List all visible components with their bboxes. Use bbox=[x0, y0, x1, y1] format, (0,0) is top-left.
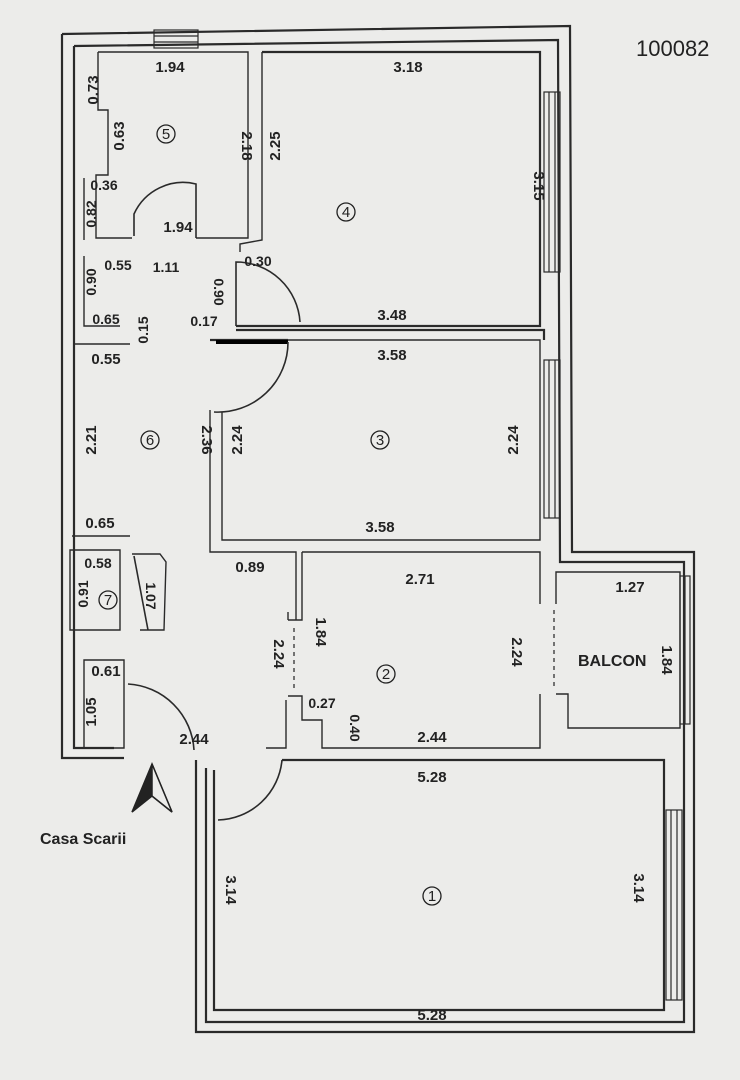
svg-text:1: 1 bbox=[428, 888, 436, 905]
dim-balcon-top: 1.27 bbox=[615, 579, 644, 596]
dim-r7-top: 0.58 bbox=[84, 555, 111, 571]
dim-r5-bottom: 1.94 bbox=[163, 219, 193, 236]
svg-text:4: 4 bbox=[342, 204, 350, 221]
room-number-2: 2 bbox=[376, 664, 396, 684]
entrance-label: Casa Scarii bbox=[40, 831, 126, 848]
dim-r5-step: 0.63 bbox=[111, 121, 128, 150]
sheet-id: 100082 bbox=[636, 36, 709, 61]
dim-r5-left-low: 0.82 bbox=[83, 200, 99, 227]
room-number-7: 7 bbox=[98, 590, 118, 610]
dim-hall-h: 0.17 bbox=[190, 313, 217, 329]
dim-hall-f: 0.65 bbox=[92, 311, 119, 327]
walls bbox=[60, 24, 696, 1034]
dimension-labels: 1.94 0.73 0.63 2.18 0.36 0.82 1.94 3.18 … bbox=[75, 59, 675, 1024]
room-number-1: 1 bbox=[422, 886, 442, 906]
window-room1 bbox=[665, 809, 683, 1001]
dim-entry-left: 1.05 bbox=[83, 697, 100, 726]
dim-r6-bottom: 0.65 bbox=[85, 515, 114, 532]
dim-r6-right: 2.36 bbox=[198, 425, 215, 454]
dim-hall-e: 0.90 bbox=[211, 278, 227, 305]
dim-r5-top: 1.94 bbox=[155, 59, 185, 76]
openings bbox=[293, 610, 555, 690]
room-number-6: 6 bbox=[140, 430, 160, 450]
dim-r2-top: 2.71 bbox=[405, 571, 434, 588]
door-room3 bbox=[213, 341, 289, 413]
dim-r7-left: 0.91 bbox=[75, 580, 91, 607]
dim-balcon-right: 1.84 bbox=[658, 645, 675, 675]
dim-hall-0-89: 0.89 bbox=[235, 559, 264, 576]
dim-hall-d: 0.90 bbox=[83, 268, 99, 295]
room-number-5: 5 bbox=[156, 124, 176, 144]
dim-r3-top: 3.58 bbox=[377, 347, 406, 364]
dim-r2-bot-a: 0.27 bbox=[308, 695, 335, 711]
dim-hall-a: 0.55 bbox=[104, 257, 131, 273]
svg-text:5: 5 bbox=[162, 126, 170, 143]
dim-r4-top: 3.18 bbox=[393, 59, 422, 76]
dim-r2-right: 2.24 bbox=[508, 637, 525, 667]
dim-r2-left-a: 2.24 bbox=[270, 639, 287, 669]
room-number-3: 3 bbox=[370, 430, 390, 450]
dim-r1-bottom: 5.28 bbox=[417, 1007, 446, 1024]
dim-r3-right: 2.24 bbox=[505, 425, 522, 455]
window-balcony bbox=[679, 575, 691, 725]
dim-r1-left: 3.14 bbox=[222, 875, 239, 905]
north-arrow-icon bbox=[131, 762, 173, 813]
door-room1 bbox=[217, 759, 283, 821]
door-entrance bbox=[127, 683, 195, 751]
dim-hall-g: 0.15 bbox=[135, 316, 151, 343]
dim-r4-left: 2.25 bbox=[267, 131, 284, 160]
svg-text:7: 7 bbox=[104, 592, 112, 609]
doors bbox=[127, 181, 301, 821]
door-room5 bbox=[133, 181, 197, 238]
room-number-4: 4 bbox=[336, 202, 356, 222]
dim-r5-right: 2.18 bbox=[238, 131, 255, 160]
dim-r1-top: 5.28 bbox=[417, 769, 446, 786]
svg-text:3: 3 bbox=[376, 432, 384, 449]
dim-r5-notch: 0.36 bbox=[90, 177, 117, 193]
balcony-label: BALCON bbox=[578, 653, 646, 670]
dim-r4-bottom: 3.48 bbox=[377, 307, 406, 324]
door-room4 bbox=[235, 261, 301, 326]
dim-r6-top: 0.55 bbox=[91, 351, 120, 368]
window-room3 bbox=[543, 359, 561, 519]
window-room5 bbox=[153, 29, 199, 49]
svg-text:6: 6 bbox=[146, 432, 154, 449]
dim-entry-top: 0.61 bbox=[91, 663, 120, 680]
door-room7 bbox=[133, 555, 149, 631]
dim-r2-left-b: 1.84 bbox=[312, 617, 329, 647]
dim-hall-b: 1.11 bbox=[153, 259, 180, 275]
dim-r3-bottom: 3.58 bbox=[365, 519, 394, 536]
dim-r7-right: 1.07 bbox=[143, 582, 159, 609]
dim-r2-bottom: 2.44 bbox=[417, 729, 447, 746]
dim-r6-left: 2.21 bbox=[83, 425, 100, 454]
dim-entry-width: 2.44 bbox=[179, 731, 209, 748]
dim-r2-bot-b: 0.40 bbox=[347, 714, 363, 741]
windows bbox=[153, 29, 691, 1001]
dim-r1-right: 3.14 bbox=[630, 873, 647, 903]
dim-r5-left-top: 0.73 bbox=[85, 75, 102, 104]
dim-hall-c: 0.30 bbox=[244, 253, 271, 269]
window-room4 bbox=[543, 91, 561, 273]
dim-r3-left: 2.24 bbox=[229, 425, 246, 455]
svg-text:2: 2 bbox=[382, 666, 390, 683]
dim-r4-right: 3.15 bbox=[530, 171, 547, 200]
